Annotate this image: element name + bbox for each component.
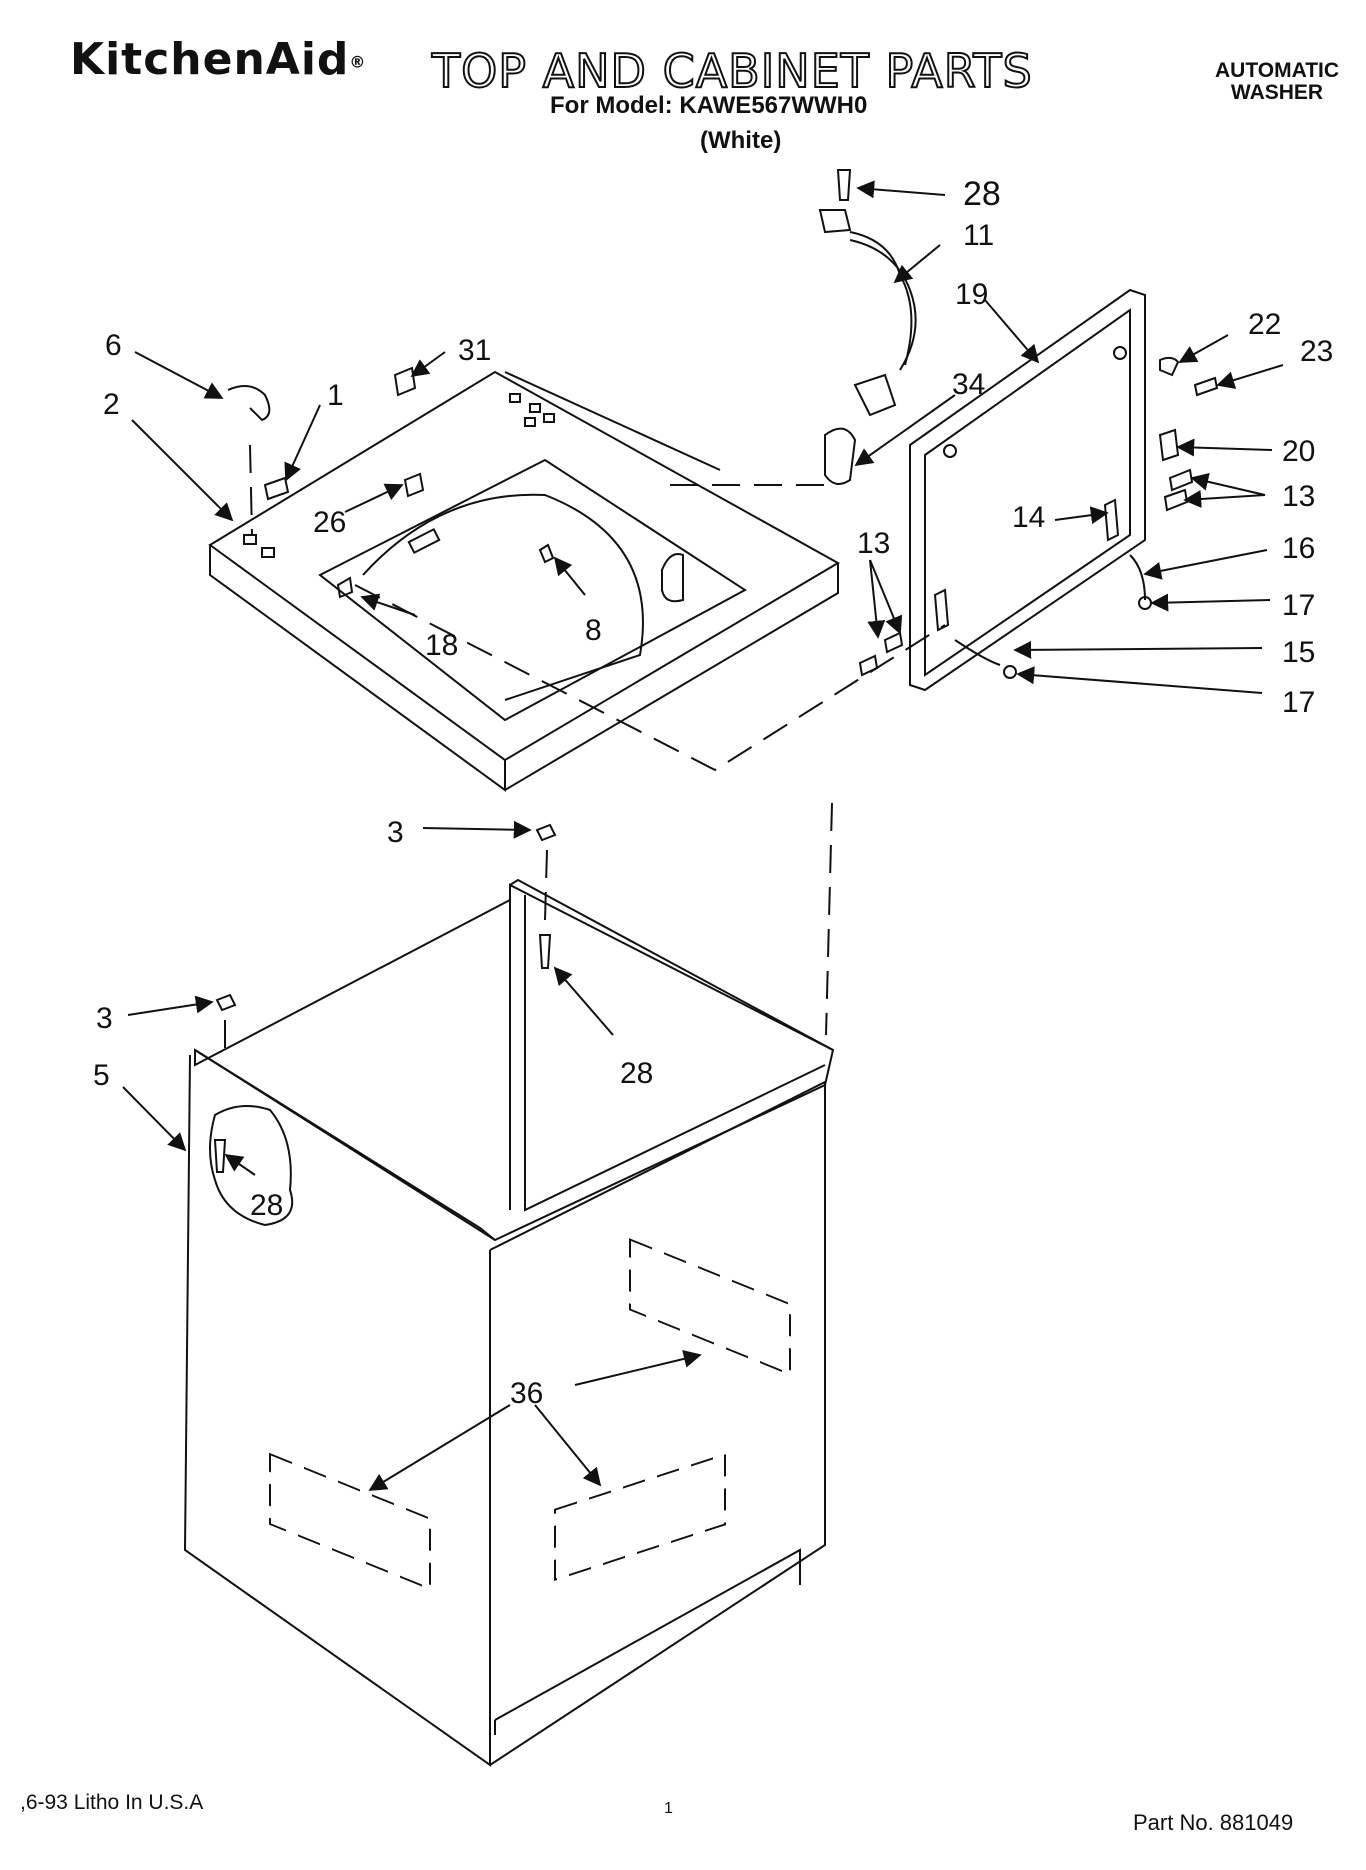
callout-14: 14 [1012, 501, 1045, 534]
callout-16: 16 [1282, 532, 1315, 565]
callout-17-lower: 17 [1282, 686, 1315, 719]
appliance-type: AUTOMATIC WASHER [1215, 60, 1339, 104]
part-11-connector [818, 209, 852, 234]
callout-22: 22 [1248, 308, 1281, 341]
appliance-type-line1: AUTOMATIC [1215, 59, 1340, 82]
callout-2: 2 [103, 388, 120, 421]
callout-31: 31 [458, 334, 491, 367]
part-28-screw-cabinet [538, 934, 552, 969]
part-31 [393, 366, 417, 397]
brand-name: KitchenAid [70, 34, 350, 85]
part-17-lamp-socket-lower [1003, 665, 1017, 679]
callout-28-top: 28 [963, 175, 1001, 213]
part-number: Part No. 881049 [1133, 1810, 1294, 1835]
brand-logo: KitchenAid® [70, 34, 366, 85]
part-6-clip [227, 385, 271, 422]
part-13-screw-upper [1168, 468, 1194, 492]
part-34-lid-switch-cover [824, 427, 857, 485]
washer-top [208, 370, 841, 792]
callout-3-upper: 3 [387, 816, 404, 849]
appliance-type-line2: WASHER [1230, 81, 1324, 104]
page-number: 1 [664, 1800, 673, 1817]
part-22-washer [1159, 356, 1180, 377]
litho-note: ,6-93 Litho In U.S.A [20, 1791, 204, 1814]
callout-26: 26 [313, 506, 346, 539]
callout-20: 20 [1282, 435, 1315, 468]
callout-15: 15 [1282, 636, 1315, 669]
part-28-screw-cutaway [213, 1139, 227, 1173]
callout-18: 18 [425, 629, 458, 662]
part-16-wire [1129, 554, 1146, 601]
part-23-pin [1193, 376, 1219, 397]
callout-17-upper: 17 [1282, 589, 1315, 622]
part-13-screw-lower [883, 631, 904, 654]
callout-13-upper: 13 [1282, 480, 1315, 513]
callout-23: 23 [1300, 335, 1333, 368]
cabinet-cutaway [209, 1105, 294, 1227]
callout-3-lower: 3 [96, 1002, 113, 1035]
part-14-bracket [1103, 498, 1120, 542]
callout-6: 6 [105, 329, 122, 362]
model-number: For Model: KAWE567WWH0 [550, 92, 868, 119]
washer-cabinet [183, 823, 835, 1767]
callout-8: 8 [585, 614, 602, 647]
part-20-knob [1158, 428, 1180, 462]
control-panel-frame [858, 288, 1219, 692]
callout-19: 19 [955, 278, 988, 311]
part-34-switch [853, 373, 897, 417]
callout-28-cabinet: 28 [620, 1057, 653, 1090]
callout-11: 11 [963, 219, 994, 252]
part-26 [403, 472, 425, 498]
part-28-screw-top [836, 169, 852, 201]
part-3-clip-left [215, 993, 237, 1012]
callout-28-cutaway: 28 [250, 1189, 283, 1222]
part-15-wire [954, 639, 1001, 666]
callout-13-lower: 13 [857, 527, 890, 560]
callout-36: 36 [510, 1377, 543, 1410]
callout-5: 5 [93, 1059, 110, 1092]
part-3-clip-right [535, 823, 557, 842]
page-title: TOP AND CABINET PARTS [431, 43, 1033, 99]
callout-34: 34 [952, 368, 985, 401]
part-1 [263, 476, 290, 501]
brand-registered-mark: ® [349, 52, 367, 72]
model-color: (White) [700, 127, 782, 154]
callout-1: 1 [327, 379, 344, 412]
